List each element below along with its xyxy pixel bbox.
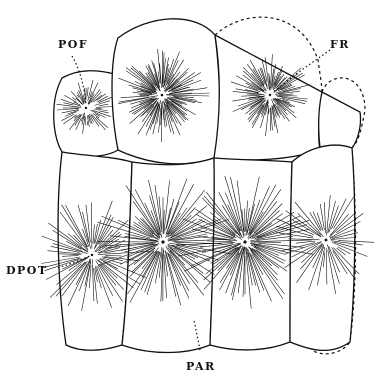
label-pof: POF [58, 38, 88, 51]
plate-right-small [319, 92, 361, 150]
center-dot-far-right [325, 239, 328, 242]
label-par: PAR [186, 360, 216, 373]
center-dot-upper-central [161, 94, 164, 97]
center-dot-parietal-left [161, 240, 164, 243]
center-dot-parietal-right [243, 240, 246, 243]
plate-parietal-right [210, 158, 292, 350]
label-fr: FR [330, 38, 350, 51]
bone-plates [54, 17, 365, 354]
plate-frontal [214, 35, 322, 160]
plate-postfrontal [54, 71, 118, 157]
center-dot-postfrontal [85, 107, 87, 109]
center-dot-dpot [91, 254, 93, 256]
center-dot-frontal [269, 94, 271, 96]
label-dpot: DPOT [6, 264, 48, 277]
